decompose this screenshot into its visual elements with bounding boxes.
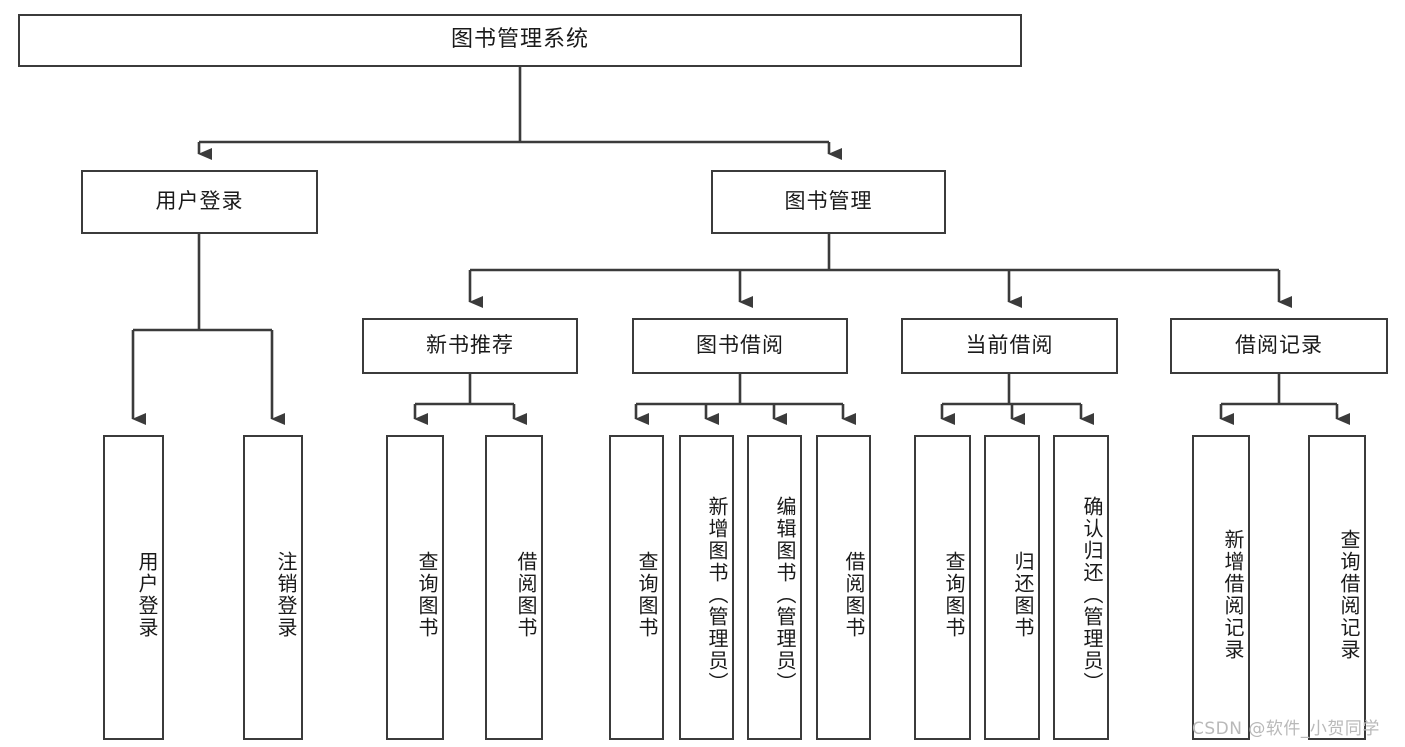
node-new-book-recommend[interactable]: 新书推荐 bbox=[362, 318, 578, 374]
node-label: 查询借阅记录 bbox=[1337, 528, 1361, 661]
node-label: 新增借阅记录 bbox=[1221, 528, 1245, 661]
node-leaf-add-book[interactable]: 新增图书（管理员） bbox=[679, 435, 734, 740]
node-borrow-record[interactable]: 借阅记录 bbox=[1170, 318, 1388, 374]
node-leaf-query-book-3[interactable]: 查询图书 bbox=[914, 435, 971, 740]
csdn-watermark: CSDN @软件_小贺同学 bbox=[1192, 719, 1380, 739]
node-leaf-edit-book[interactable]: 编辑图书（管理员） bbox=[747, 435, 802, 740]
node-leaf-return-book[interactable]: 归还图书 bbox=[984, 435, 1040, 740]
node-label: 归还图书 bbox=[1011, 550, 1035, 639]
node-leaf-query-book-1[interactable]: 查询图书 bbox=[386, 435, 444, 740]
node-leaf-borrow-book-2[interactable]: 借阅图书 bbox=[816, 435, 871, 740]
node-user-login[interactable]: 用户登录 bbox=[81, 170, 318, 234]
node-label: 当前借阅 bbox=[965, 333, 1054, 358]
node-leaf-confirm-return[interactable]: 确认归还（管理员） bbox=[1053, 435, 1109, 740]
node-label: 图书管理系统 bbox=[450, 27, 589, 53]
node-label: 借阅记录 bbox=[1235, 333, 1323, 358]
node-leaf-query-record[interactable]: 查询借阅记录 bbox=[1308, 435, 1366, 740]
node-book-borrow[interactable]: 图书借阅 bbox=[632, 318, 848, 374]
node-leaf-query-book-2[interactable]: 查询图书 bbox=[609, 435, 664, 740]
node-leaf-user-login[interactable]: 用户登录 bbox=[103, 435, 164, 740]
node-book-manage[interactable]: 图书管理 bbox=[711, 170, 946, 234]
node-current-borrow[interactable]: 当前借阅 bbox=[901, 318, 1118, 374]
node-label: 借阅图书 bbox=[842, 550, 866, 639]
node-leaf-add-record[interactable]: 新增借阅记录 bbox=[1192, 435, 1250, 740]
node-label: 借阅图书 bbox=[514, 550, 538, 639]
node-label: 用户登录 bbox=[155, 189, 244, 214]
node-label: 用户登录 bbox=[135, 550, 159, 639]
node-label: 查询图书 bbox=[635, 550, 659, 639]
node-label: 注销登录 bbox=[274, 550, 298, 639]
node-label: 编辑图书（管理员） bbox=[773, 495, 797, 694]
node-leaf-borrow-book-1[interactable]: 借阅图书 bbox=[485, 435, 543, 740]
node-leaf-logout[interactable]: 注销登录 bbox=[243, 435, 303, 740]
node-label: 查询图书 bbox=[415, 550, 439, 639]
node-label: 新增图书（管理员） bbox=[705, 495, 729, 694]
node-label: 图书管理 bbox=[784, 189, 873, 214]
node-label: 图书借阅 bbox=[696, 333, 784, 358]
node-label: 新书推荐 bbox=[426, 333, 514, 358]
node-label: 查询图书 bbox=[942, 550, 966, 639]
node-root-system[interactable]: 图书管理系统 bbox=[18, 14, 1022, 67]
node-label: 确认归还（管理员） bbox=[1080, 495, 1104, 694]
